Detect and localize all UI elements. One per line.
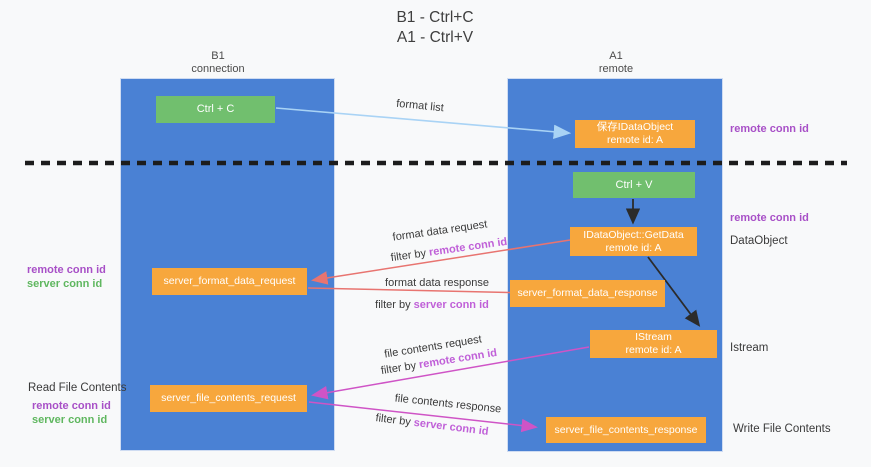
lane-right-header: A1 remote — [599, 50, 633, 76]
lane-left-name: B1 — [211, 50, 225, 62]
node-server-format-data-response: server_format_data_response — [510, 280, 665, 307]
node-server-file-contents-request: server_file_contents_request — [150, 385, 307, 412]
node-idataobject-getdata-line2: remote id: A — [605, 241, 662, 254]
lane-left-subtitle: connection — [191, 63, 245, 75]
node-istream-line2: remote id: A — [625, 344, 682, 356]
lane-left-header: B1 connection — [191, 50, 244, 76]
lane-right-name: A1 — [609, 50, 623, 62]
lane-right-subtitle: remote — [598, 63, 634, 75]
title-line-2: A1 - Ctrl+V — [396, 29, 474, 46]
annotation-remote-conn-id-top: remote conn id — [730, 123, 809, 135]
annotation-remote-conn-id-left2: remote conn id — [32, 400, 111, 412]
annotation-server-conn-id-left: server conn id — [27, 278, 103, 290]
annotation-remote-conn-id-mid: remote conn id — [730, 212, 809, 224]
title-line-1: B1 - Ctrl+C — [396, 9, 474, 26]
node-save-idataobject-line2: remote id: A — [606, 134, 664, 146]
node-idataobject-getdata-line1: IDataObject::GetData — [583, 228, 684, 241]
node-server-format-data-response-label: server_format_data_response — [517, 287, 658, 299]
label-filter-by-server-2: filter by server conn id — [375, 412, 489, 438]
annotation-conn-ids-file: remote conn id server conn id — [32, 399, 111, 427]
annotation-istream: Istream — [730, 342, 769, 354]
node-server-file-contents-response: server_file_contents_response — [546, 417, 706, 443]
annotation-write-file-contents: Write File Contents — [733, 423, 831, 435]
annotation-read-file-contents: Read File Contents — [28, 382, 127, 394]
label-format-list: format list — [395, 97, 445, 115]
page-title: B1 - Ctrl+C A1 - Ctrl+V — [396, 8, 473, 48]
annotation-remote-conn-id-left: remote conn id — [27, 264, 106, 276]
node-save-idataobject-line1: 保存IDataObject — [596, 121, 674, 133]
node-server-format-data-request: server_format_data_request — [152, 268, 307, 295]
remote-conn-id-text: remote conn id — [428, 235, 508, 259]
annotation-dataobject: DataObject — [730, 235, 788, 247]
label-file-contents-response: file contents response — [394, 392, 502, 416]
node-ctrl-c: Ctrl + C — [156, 96, 275, 123]
label-format-data-response: format data response — [385, 277, 489, 289]
node-save-idataobject: 保存IDataObject remote id: A — [575, 120, 695, 148]
filter-by-text: filter by — [374, 412, 412, 429]
annotation-server-conn-id-left2: server conn id — [32, 414, 108, 426]
node-idataobject-getdata: IDataObject::GetData remote id: A — [570, 227, 697, 256]
node-server-format-data-request-label: server_format_data_request — [163, 275, 296, 287]
annotation-conn-ids-format: remote conn id server conn id — [27, 263, 106, 291]
filter-by-text: filter by — [375, 299, 411, 311]
server-conn-id-text: server conn id — [413, 299, 489, 311]
filter-by-text: filter by — [390, 247, 427, 265]
node-istream: IStream remote id: A — [590, 330, 717, 358]
filter-by-text: filter by — [380, 359, 418, 378]
node-ctrl-v-label: Ctrl + V — [615, 178, 653, 191]
node-ctrl-c-label: Ctrl + C — [196, 103, 235, 115]
server-conn-id-text: server conn id — [413, 416, 490, 438]
node-ctrl-v: Ctrl + V — [573, 172, 695, 198]
node-server-file-contents-request-label: server_file_contents_request — [161, 392, 296, 404]
node-server-file-contents-response-label: server_file_contents_response — [554, 423, 698, 436]
node-istream-line1: IStream — [635, 331, 672, 343]
label-filter-by-server-1: filter by server conn id — [375, 299, 489, 311]
